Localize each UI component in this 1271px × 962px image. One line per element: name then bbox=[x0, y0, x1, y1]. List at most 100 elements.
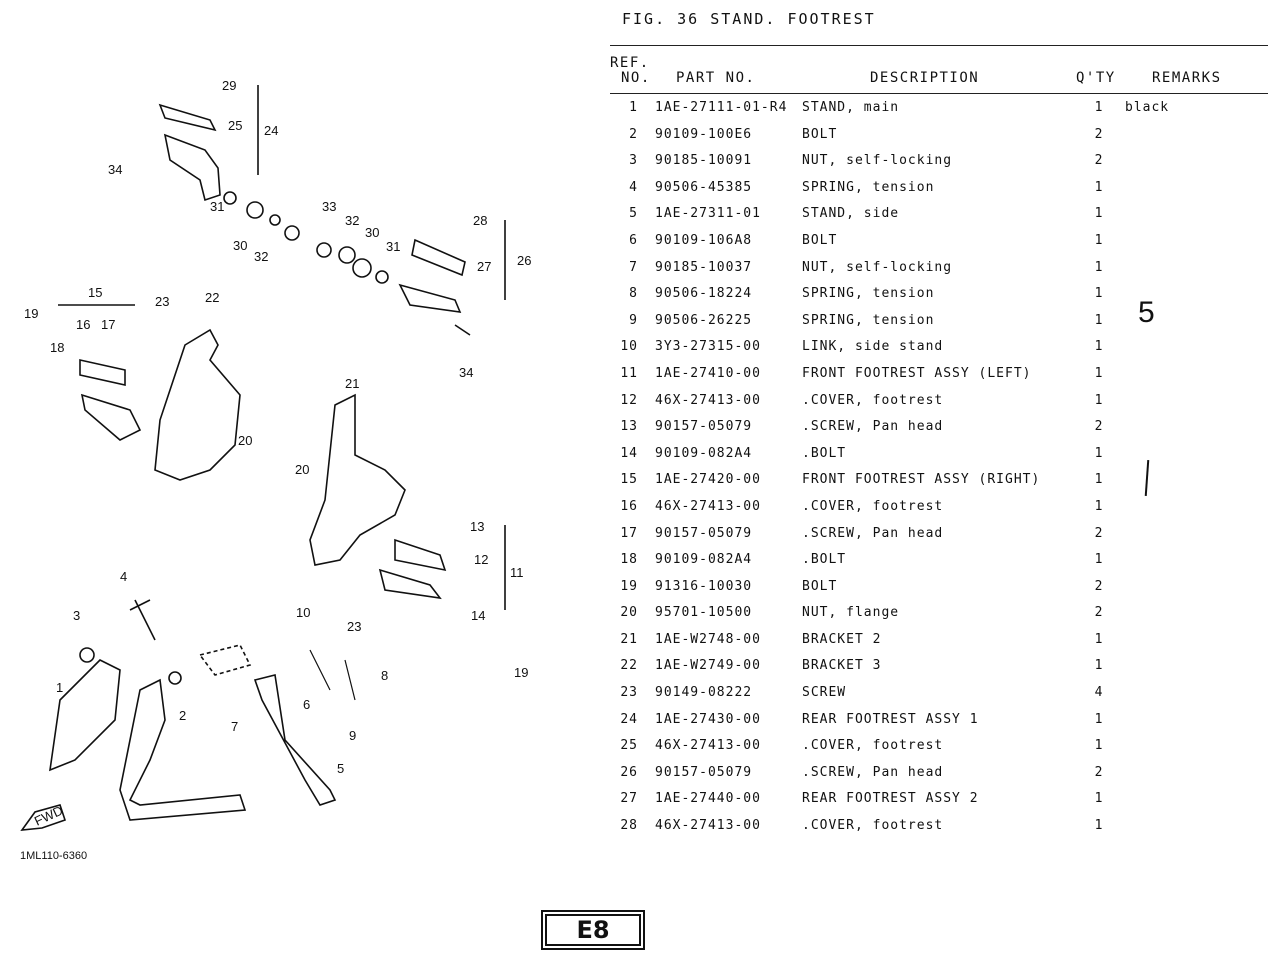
ref-no: 5 bbox=[629, 206, 638, 222]
quantity: 4 bbox=[1094, 685, 1104, 701]
part-number: 90185-10091 bbox=[655, 153, 753, 169]
callout-23: 23 bbox=[155, 294, 169, 309]
description: SPRING, tension bbox=[802, 179, 935, 195]
description: FRONT FOOTREST ASSY (RIGHT) bbox=[802, 472, 1041, 488]
remarks: black bbox=[1125, 100, 1170, 115]
description: REAR FOOTREST ASSY 1 bbox=[802, 711, 979, 727]
ref-no: 11 bbox=[620, 365, 638, 381]
ref-no: 2 bbox=[629, 126, 638, 142]
header-ref-line2: NO. bbox=[621, 70, 651, 86]
part-number: 1AE-27311-01 bbox=[655, 206, 761, 222]
description: .SCREW, Pan head bbox=[802, 525, 944, 541]
description: NUT, flange bbox=[802, 605, 900, 621]
description: FRONT FOOTREST ASSY (LEFT) bbox=[802, 365, 1032, 381]
description: .COVER, footrest bbox=[802, 392, 944, 408]
callout-8: 8 bbox=[381, 668, 388, 683]
callout-11: 11 bbox=[510, 565, 524, 580]
fwd-arrow-drawing bbox=[20, 804, 67, 831]
description: SCREW bbox=[802, 685, 847, 701]
callout-1: 1 bbox=[56, 680, 63, 695]
figure-code: 1ML110-6360 bbox=[20, 850, 88, 862]
quantity: 1 bbox=[1094, 791, 1104, 807]
ref-no: 9 bbox=[629, 312, 638, 328]
description: .SCREW, Pan head bbox=[802, 419, 944, 435]
callout-28: 25 bbox=[228, 118, 242, 133]
quantity: 1 bbox=[1094, 206, 1104, 222]
ref-no: 18 bbox=[620, 552, 638, 568]
description: SPRING, tension bbox=[802, 286, 935, 302]
quantity: 1 bbox=[1094, 392, 1104, 408]
ref-no: 1 bbox=[629, 100, 638, 115]
quantity: 1 bbox=[1094, 232, 1104, 248]
ref-no: 20 bbox=[620, 605, 638, 621]
description: .BOLT bbox=[802, 445, 847, 461]
part-number: 1AE-27111-01-R4 bbox=[655, 100, 788, 115]
quantity: 2 bbox=[1094, 578, 1104, 594]
ref-no: 24 bbox=[620, 711, 638, 727]
part-number: 90109-100E6 bbox=[655, 126, 753, 142]
callout-15: 15 bbox=[88, 285, 102, 300]
rear-footrest-1-drawing bbox=[398, 238, 471, 336]
part-number: 90506-26225 bbox=[655, 312, 753, 328]
callout-32: 32 bbox=[254, 249, 268, 264]
quantity: 1 bbox=[1094, 259, 1104, 275]
description: SPRING, tension bbox=[802, 312, 935, 328]
part-number: 1AE-W2748-00 bbox=[655, 631, 761, 647]
callout-13: 13 bbox=[470, 519, 484, 534]
part-number: 90157-05079 bbox=[655, 419, 753, 435]
description: STAND, side bbox=[802, 206, 900, 222]
callout-5: 5 bbox=[337, 761, 344, 776]
part-number: 1AE-27430-00 bbox=[655, 711, 761, 727]
parts-table: 1 1AE-27111-01-R4 STAND, main 1 black 2 90109-… bbox=[610, 96, 1268, 841]
front-footrest-right-drawing bbox=[79, 359, 142, 441]
quantity: 1 bbox=[1094, 631, 1104, 647]
table-top-rule bbox=[610, 45, 1268, 46]
description: STAND, main bbox=[802, 100, 900, 115]
header-part-no: PART NO. bbox=[676, 70, 756, 86]
callout-21: 21 bbox=[345, 376, 359, 391]
callout-12: 12 bbox=[474, 552, 488, 567]
quantity: 2 bbox=[1094, 126, 1104, 142]
description: .SCREW, Pan head bbox=[802, 764, 944, 780]
callout-27: 24 bbox=[264, 123, 278, 138]
quantity: 2 bbox=[1094, 525, 1104, 541]
exploded-parts-diagram: 29 25 24 34 31 30 32 33 32 30 31 28 27 2… bbox=[0, 0, 600, 900]
main-stand-drawing bbox=[49, 599, 247, 821]
ref-no: 12 bbox=[620, 392, 638, 408]
quantity: 1 bbox=[1094, 498, 1104, 514]
description: .COVER, footrest bbox=[802, 818, 944, 834]
part-number: 90157-05079 bbox=[655, 525, 753, 541]
callout-18: 18 bbox=[50, 340, 64, 355]
callout-34: 34 bbox=[459, 365, 473, 380]
quantity: 1 bbox=[1094, 658, 1104, 674]
part-number: 90109-082A4 bbox=[655, 445, 753, 461]
callout-3: 3 bbox=[73, 608, 80, 623]
description: BOLT bbox=[802, 232, 838, 248]
callout-29: 29 bbox=[222, 78, 236, 93]
quantity: 2 bbox=[1094, 153, 1104, 169]
callout-6: 6 bbox=[303, 697, 310, 712]
description: BRACKET 3 bbox=[802, 658, 882, 674]
page-number: E8 bbox=[576, 916, 610, 944]
part-number: 1AE-W2749-00 bbox=[655, 658, 761, 674]
description: .BOLT bbox=[802, 552, 847, 568]
part-number: 1AE-27420-00 bbox=[655, 472, 761, 488]
callout-32: 32 bbox=[345, 213, 359, 228]
callout-25: 27 bbox=[477, 259, 491, 274]
ref-no: 27 bbox=[620, 791, 638, 807]
ref-no: 25 bbox=[620, 738, 638, 754]
callout-24: 26 bbox=[517, 253, 531, 268]
part-number: 90506-18224 bbox=[655, 286, 753, 302]
quantity: 2 bbox=[1094, 605, 1104, 621]
callout-26: 28 bbox=[473, 213, 487, 228]
description: BOLT bbox=[802, 126, 838, 142]
quantity: 1 bbox=[1094, 365, 1104, 381]
callout-23: 23 bbox=[347, 619, 361, 634]
